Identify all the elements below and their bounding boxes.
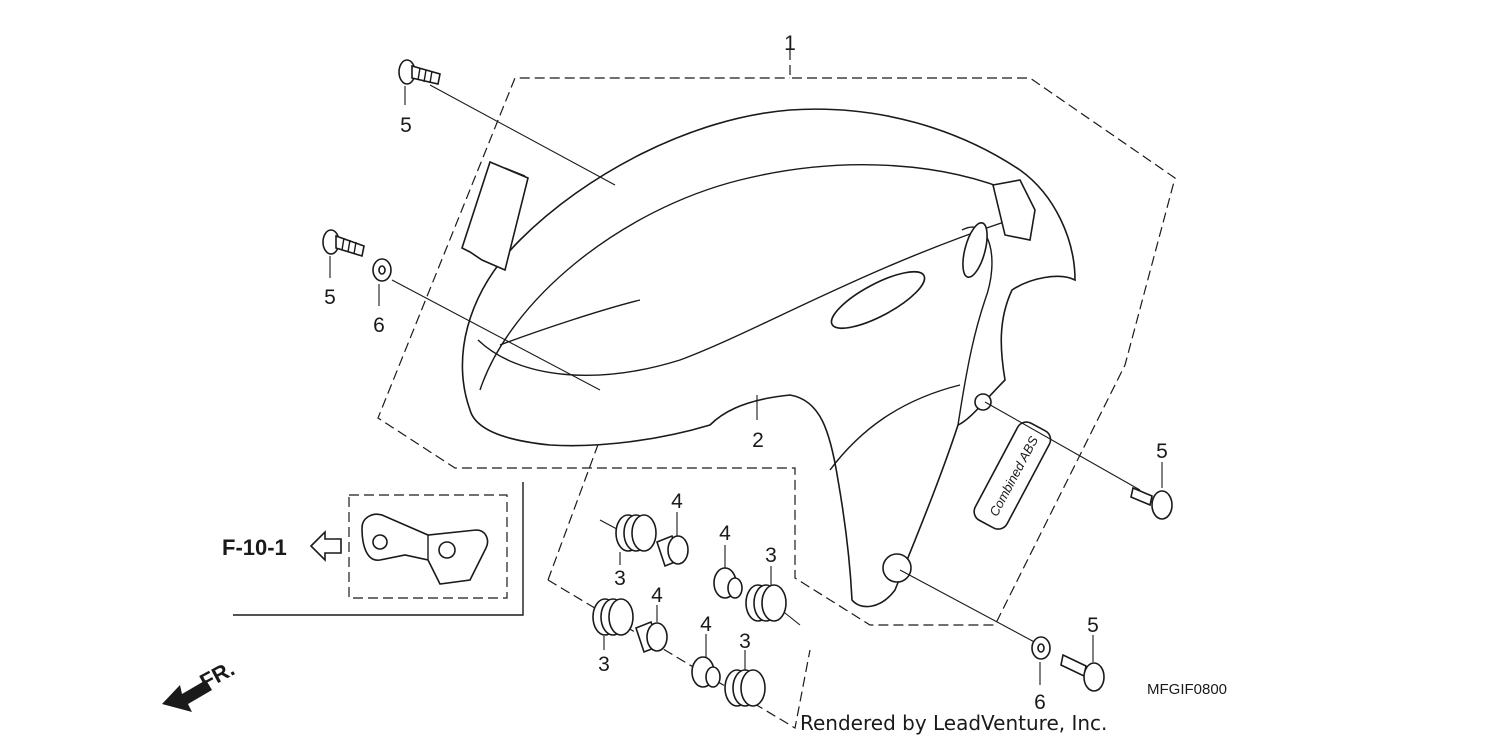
rubber-upper-left xyxy=(615,514,657,565)
callout-rubber-upper-left: 3 xyxy=(614,567,626,590)
reference-inset xyxy=(233,482,524,616)
callout-rubber-mid: 3 xyxy=(765,544,777,567)
credit-text: Rendered by LeadVenture, Inc. xyxy=(800,711,1107,735)
collar-mid xyxy=(713,545,743,599)
callout-collar-mid: 4 xyxy=(719,522,731,545)
collar-upper-left xyxy=(656,512,689,568)
bolt-bottom-right xyxy=(1060,635,1105,692)
front-arrow-icon xyxy=(162,680,212,712)
reference-label: F-10-1 xyxy=(222,535,287,560)
callout-bolt-bottom-right: 5 xyxy=(1087,614,1099,637)
bolt-right xyxy=(1130,462,1173,520)
bolt-top xyxy=(398,59,441,105)
callout-bolt-left: 5 xyxy=(324,286,336,309)
callout-fender-assy: 1 xyxy=(784,32,796,55)
callout-collar-lower-left: 4 xyxy=(651,584,663,607)
washer-left xyxy=(372,258,392,306)
callout-numbers: 1 2 5 5 6 5 5 6 3 4 4 3 3 4 4 3 xyxy=(324,32,1168,714)
combined-abs-decal: Combined ABS xyxy=(973,421,1052,530)
callout-rubber-lower-left: 3 xyxy=(598,653,610,676)
rubber-lower-left xyxy=(592,598,634,650)
caution-label xyxy=(461,160,529,272)
callout-washer-left: 6 xyxy=(373,314,385,337)
rubber-mid xyxy=(745,566,787,622)
callout-rubber-lower-mid: 3 xyxy=(739,630,751,653)
callout-collar-upper-left: 4 xyxy=(671,490,683,513)
callout-collar-lower-mid: 4 xyxy=(700,613,712,636)
bolt-left xyxy=(322,229,365,278)
collar-lower-left xyxy=(635,605,668,654)
callout-bolt-right: 5 xyxy=(1156,440,1168,463)
front-fender xyxy=(461,108,1076,608)
rubber-lower-mid xyxy=(724,650,766,707)
callout-fender-b: 2 xyxy=(752,429,764,452)
washer-bottom-right xyxy=(1031,636,1051,685)
callout-bolt-top: 5 xyxy=(400,114,412,137)
leader-lines xyxy=(391,84,1141,646)
collar-lower-mid xyxy=(691,634,721,688)
reference-arrow-icon xyxy=(309,530,342,562)
callout-washer-bottom-right: 6 xyxy=(1034,691,1046,714)
diagram-code: MFGIF0800 xyxy=(1147,681,1227,698)
